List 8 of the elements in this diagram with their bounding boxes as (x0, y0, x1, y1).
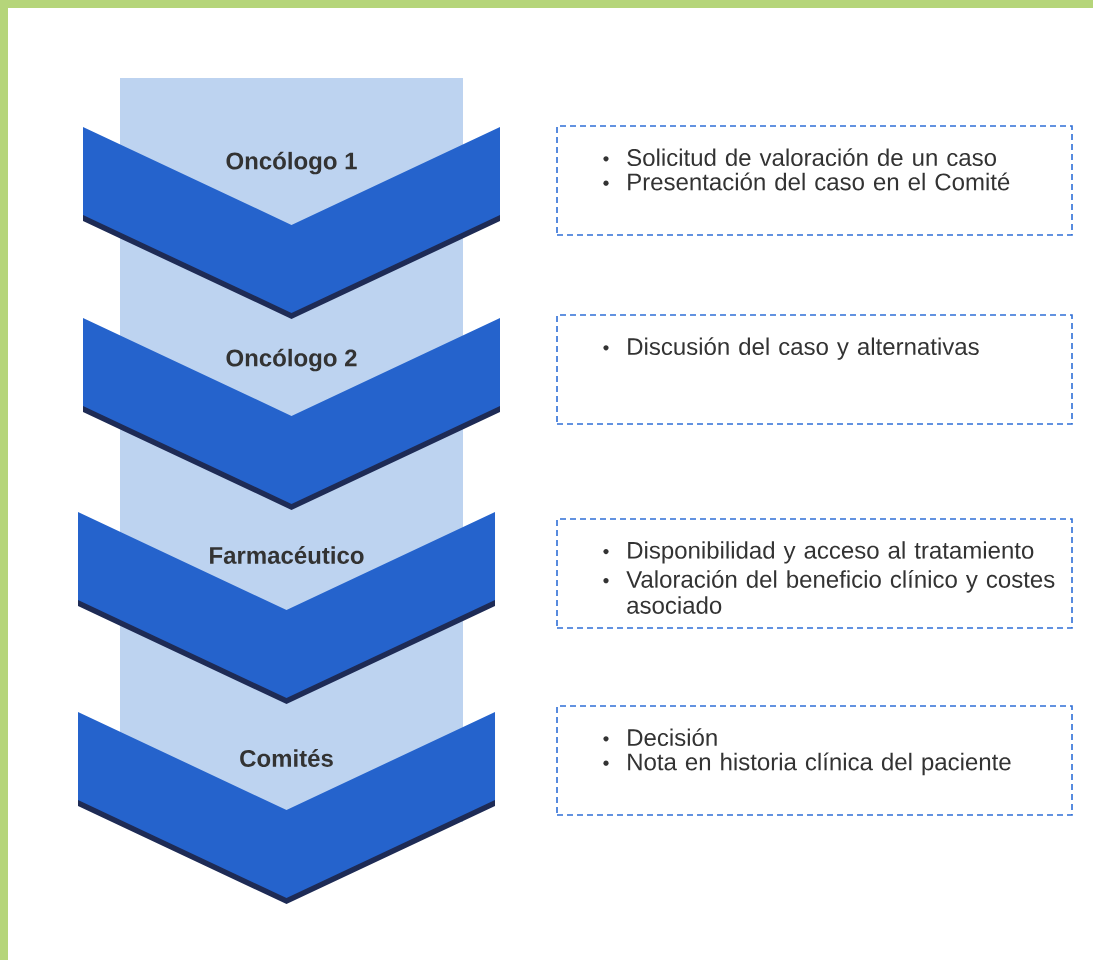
bullet-list-box: Solicitud de valoración de un caso Presentación del caso en el Comité (556, 125, 1073, 236)
process-step: Comités (78, 712, 495, 904)
process-step: Farmacéutico (78, 512, 495, 704)
process-step: Oncólogo 1 (83, 127, 500, 319)
bullet-list-box: Decisión Nota en historia clínica del paciente (556, 705, 1073, 816)
process-step: Oncólogo 2 (83, 318, 500, 510)
bullet-list-box: Disponibilidad y acceso al tratamiento Valoración del beneficio clínico y costes asociado (556, 518, 1073, 629)
bullet-list-box: Discusión del caso y alternativas (556, 314, 1073, 425)
